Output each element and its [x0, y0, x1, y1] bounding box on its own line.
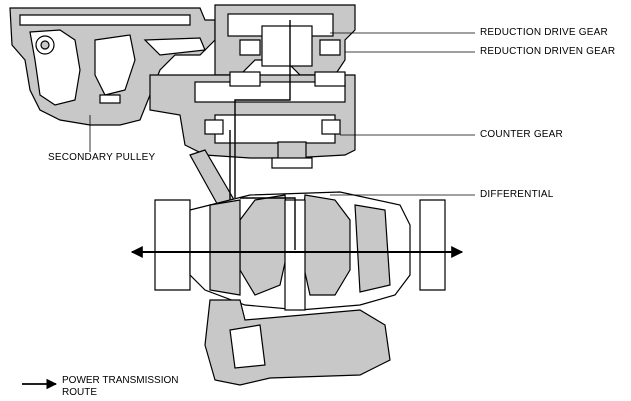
legend: POWER TRANSMISSION ROUTE — [62, 375, 179, 399]
leader-lines — [89, 32, 475, 196]
lower-oil-sump — [204, 299, 391, 386]
label-differential: DIFFERENTIAL — [480, 189, 554, 200]
reduction-gear-housing — [214, 4, 356, 76]
legend-line-2: ROUTE — [62, 387, 97, 398]
legend-line-1: POWER TRANSMISSION — [62, 375, 179, 386]
label-counter-gear: COUNTER GEAR — [480, 129, 563, 140]
counter-gear-hub — [271, 141, 313, 169]
label-reduction-driven-gear: REDUCTION DRIVEN GEAR — [480, 46, 616, 57]
middle-housing — [149, 71, 356, 159]
upper-housing — [9, 7, 216, 126]
label-reduction-drive-gear: REDUCTION DRIVE GEAR — [480, 27, 608, 38]
label-secondary-pulley: SECONDARY PULLEY — [48, 152, 156, 163]
power-route-lines — [229, 20, 296, 250]
